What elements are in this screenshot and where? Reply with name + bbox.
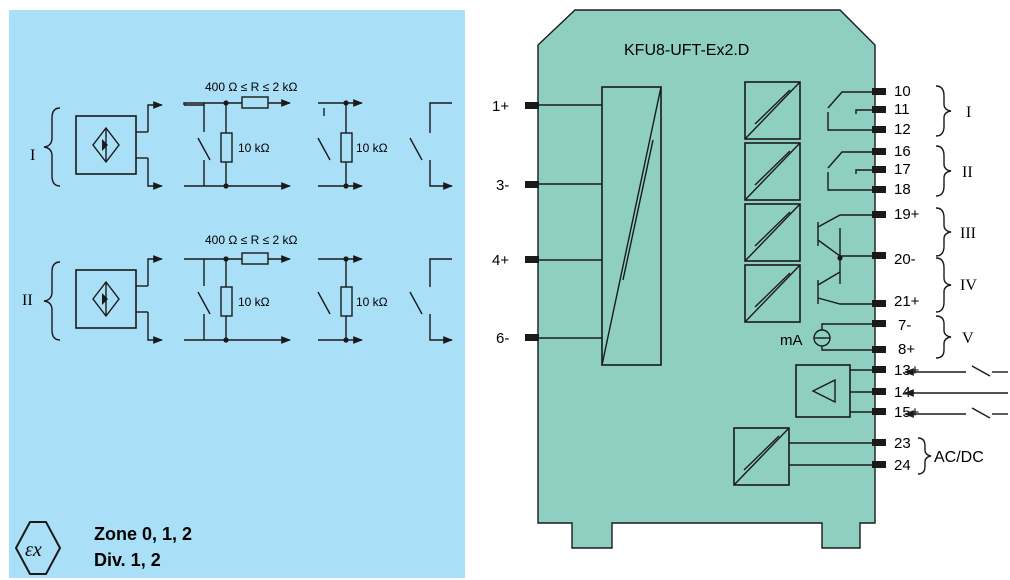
left-terminal-label: 3-: [496, 177, 509, 194]
output-group-label: III: [960, 225, 976, 242]
output-group-label: V: [962, 330, 974, 347]
channel-2-sensor: [75, 269, 137, 329]
channel-2-switch-3: [409, 291, 423, 315]
output-group-label: IV: [960, 277, 977, 294]
right-terminals: 10 11 12 16 17 18 19+ 20- 21+ 7- 8+ 13+ …: [872, 83, 920, 474]
channel-1-switch-3: [409, 137, 423, 161]
right-terminal-label: 20-: [894, 251, 916, 268]
channel-2-switch-2: [317, 291, 331, 315]
channel-1-sensor: [75, 115, 137, 175]
right-terminal-label: 24: [894, 457, 911, 474]
ex-symbol-text: εx: [25, 539, 42, 561]
meter-label: mA: [780, 332, 803, 349]
right-terminal-label: 16: [894, 143, 911, 160]
module-title: KFU8-UFT-Ex2.D: [624, 42, 749, 59]
current-output: mA: [780, 323, 880, 351]
channel-2-switch-1: [197, 291, 211, 315]
channel-1-switch-2: [317, 137, 331, 161]
right-terminal-label: 19+: [894, 206, 920, 223]
channel-1-sensor-symbol: [92, 126, 120, 164]
channel-1-label: I: [30, 147, 35, 164]
right-terminal-label: 11: [894, 101, 910, 118]
left-terminals: 1+ 3- 4+ 6-: [492, 98, 602, 347]
left-terminal-label: 6-: [496, 330, 509, 347]
right-terminal-label: 13+: [894, 362, 920, 379]
ex-zone-marking: εx Zone 0, 1, 2 Div. 1, 2: [14, 521, 192, 575]
zone-text: Zone 0, 1, 2: [94, 524, 192, 544]
power-supply-block: [733, 427, 880, 486]
channel-1-resistor-2-label: 10 kΩ: [356, 141, 388, 155]
right-terminal-label: 7-: [898, 317, 911, 334]
channel-2-sensor-group: II 400 Ω ≤ R ≤ 2 kΩ 10 kΩ 10 k: [22, 233, 453, 344]
right-terminal-label: 15+: [894, 404, 920, 421]
left-terminal-label: 1+: [492, 98, 509, 115]
ex-hexagon-icon: [14, 521, 62, 575]
output-isolators: [744, 81, 801, 323]
input-isolator-block: [601, 86, 662, 366]
right-terminal-label: 21+: [894, 293, 920, 310]
output-group-label: I: [966, 104, 971, 121]
channel-2-resistor-range: 400 Ω ≤ R ≤ 2 kΩ: [205, 233, 298, 247]
channel-1-switch-1: [197, 137, 211, 161]
right-terminal-label: 10: [894, 83, 911, 100]
supply-label: AC/DC: [934, 449, 984, 466]
div-text: Div. 1, 2: [94, 550, 161, 570]
right-terminal-label: 17: [894, 161, 911, 178]
transistor-outputs: [817, 214, 880, 305]
hazardous-area-panel: [9, 10, 465, 578]
output-group-braces: I II III IV V AC/DC: [917, 85, 984, 475]
control-input-switches: [904, 365, 1008, 419]
left-terminal-label: 4+: [492, 252, 509, 269]
right-terminal-label: 12: [894, 121, 911, 138]
module-housing: [537, 9, 876, 549]
channel-2-label: II: [22, 292, 33, 309]
channel-2-resistor-2-label: 10 kΩ: [356, 295, 388, 309]
channel-1-resistor-1-label: 10 kΩ: [238, 141, 270, 155]
channel-1-resistor-range: 400 Ω ≤ R ≤ 2 kΩ: [205, 80, 298, 94]
right-terminal-label: 8+: [898, 341, 915, 358]
right-terminal-label: 23: [894, 435, 911, 452]
channel-2-resistor-1-label: 10 kΩ: [238, 295, 270, 309]
channel-1-sensor-group: I 400 Ω ≤ R ≤ 2 kΩ 10 kΩ: [30, 80, 453, 190]
output-group-label: II: [962, 164, 973, 181]
channel-2-sensor-symbol: [92, 280, 120, 318]
right-terminal-label: 18: [894, 181, 911, 198]
